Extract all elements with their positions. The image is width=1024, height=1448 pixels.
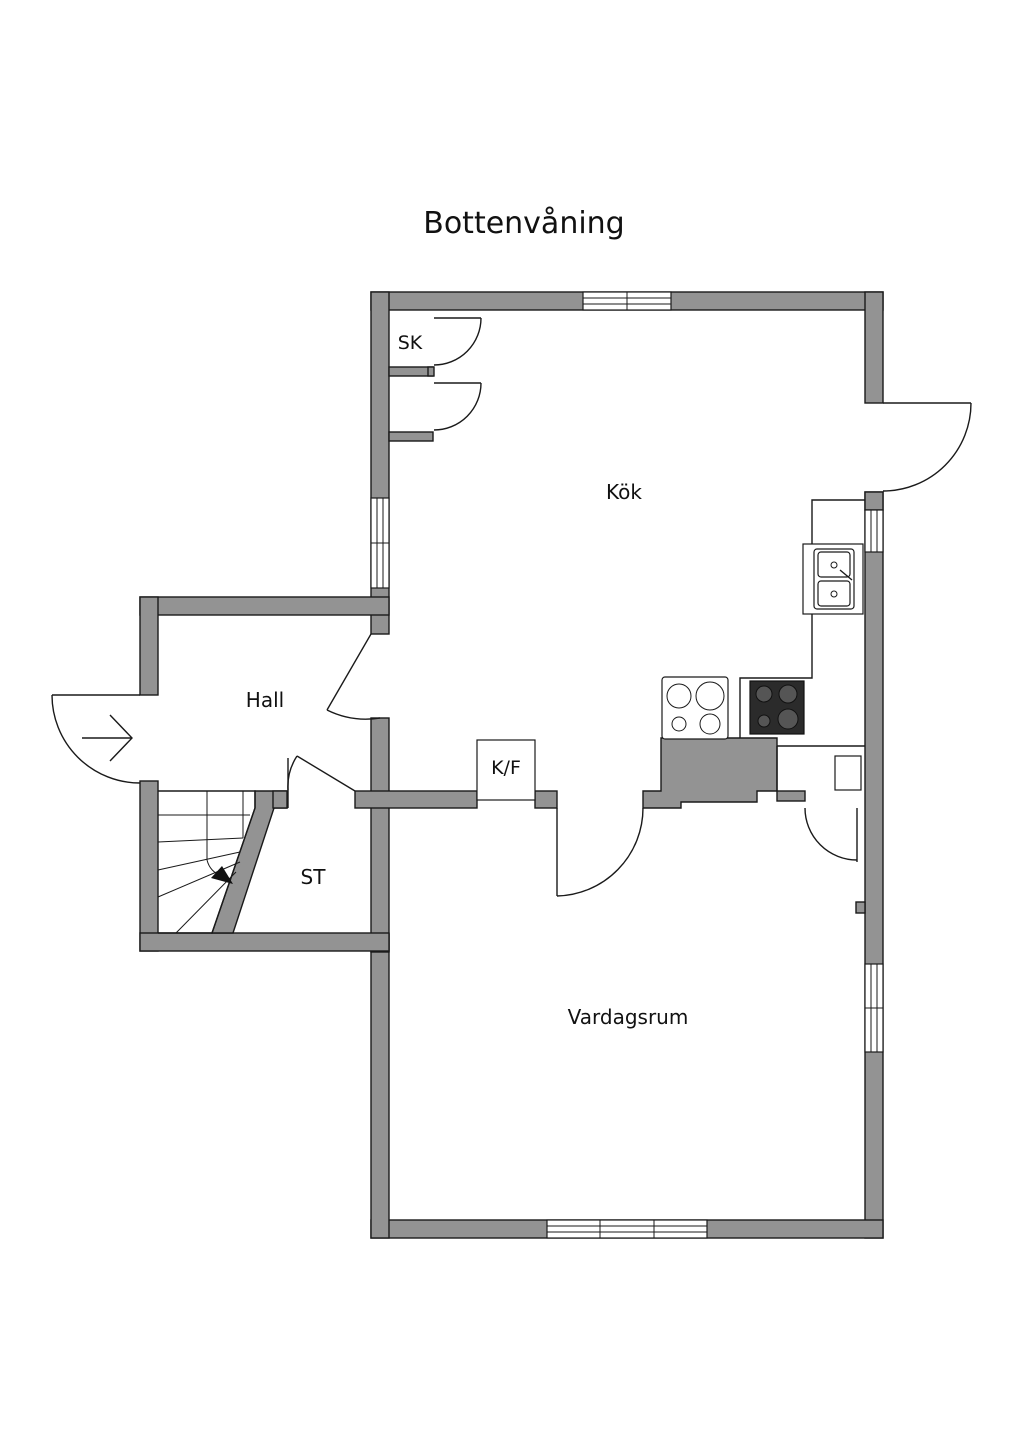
kitchen-exterior-door — [882, 402, 972, 492]
room-label-vardagsrum: Vardagsrum — [568, 1005, 689, 1029]
fridge-icon — [476, 739, 536, 801]
room-label-sk: SK — [398, 332, 423, 354]
floor-title: Bottenvåning — [423, 206, 624, 241]
staircase-icon — [157, 790, 256, 934]
window-kitchen-left — [370, 497, 390, 589]
right-closet-door — [776, 745, 865, 862]
kitchen-living-door — [556, 807, 644, 897]
window-living-bottom — [546, 1219, 708, 1239]
room-labels: Kök Hall Vardagsrum SK ST K/F — [246, 332, 689, 1029]
st-door — [287, 755, 356, 808]
windows — [370, 291, 884, 1239]
oven-icon — [661, 676, 729, 740]
window-kitchen-right — [864, 509, 884, 553]
room-label-kf: K/F — [491, 757, 521, 779]
stove-icon — [749, 680, 805, 735]
doors — [51, 317, 972, 897]
exterior-walls — [370, 291, 884, 1239]
hall-wing-walls — [139, 596, 390, 952]
entrance-door — [51, 694, 141, 784]
hall-kitchen-door — [326, 633, 381, 720]
sk-closet-doors — [433, 317, 482, 431]
stair-direction-arrow-icon — [211, 866, 233, 884]
room-label-hall: Hall — [246, 688, 284, 712]
room-label-kok: Kök — [606, 480, 642, 504]
room-label-st: ST — [301, 865, 327, 889]
kitchen-fixtures — [476, 499, 865, 801]
sink-icon — [802, 543, 864, 615]
window-top — [582, 291, 672, 311]
window-living-right — [864, 963, 884, 1053]
interior-walls — [211, 366, 884, 934]
